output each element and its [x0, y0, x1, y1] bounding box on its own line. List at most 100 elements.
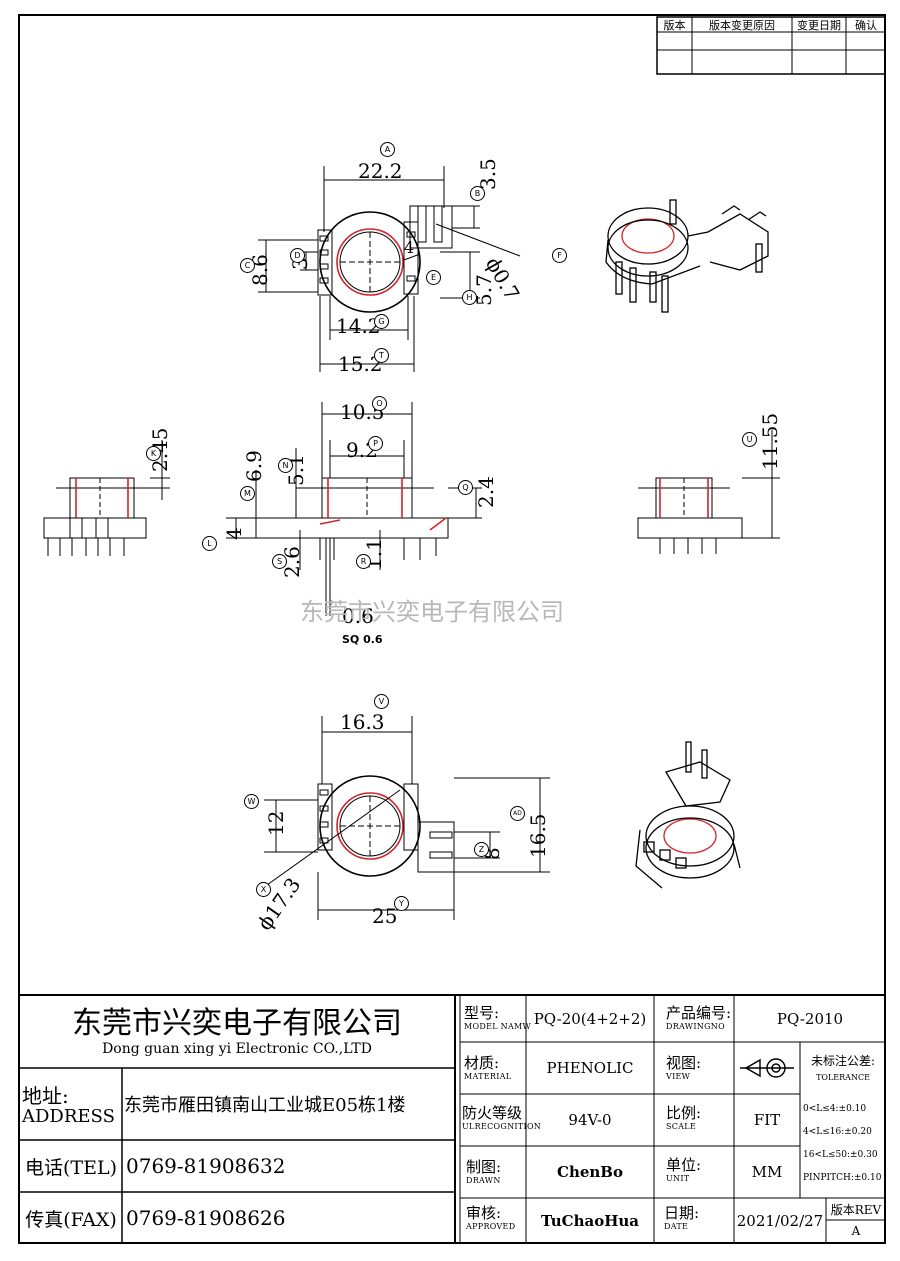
scale-label-cn: 比例:	[666, 1104, 702, 1122]
ref-marker-q: Q	[458, 480, 473, 495]
scale-label-en: SCALE	[666, 1122, 697, 1131]
front-view-center	[226, 402, 482, 616]
company-name-cn: 东莞市兴奕电子有限公司	[72, 1006, 402, 1041]
rev-header-confirm: 确认	[855, 18, 877, 32]
ref-marker-p: P	[368, 436, 383, 451]
rev-label: 版本REV	[830, 1202, 882, 1217]
ref-marker-g: G	[374, 314, 389, 329]
ref-marker-x: X	[256, 882, 271, 897]
top-view	[258, 166, 521, 372]
approved-value: TuChaoHua	[540, 1212, 640, 1230]
view-label: 视图: VIEW	[666, 1056, 701, 1081]
ref-marker-w: W	[244, 794, 259, 809]
unit-label-en: UNIT	[666, 1174, 690, 1183]
tolerance-item: 0<L≤4:±0.10	[803, 1104, 867, 1114]
drawing-no-label-cn: 产品编号:	[666, 1004, 732, 1022]
dim-pin-note: SQ 0.6	[342, 633, 383, 646]
ref-marker-e: E	[426, 270, 441, 285]
dim-E: 4	[404, 238, 415, 257]
revision-table-grid	[656, 16, 886, 75]
model-value: PQ-20(4+2+2)	[533, 1010, 647, 1028]
dim-T: 15.2	[338, 352, 383, 376]
fax-value: 0769-81908626	[126, 1206, 286, 1230]
ref-marker-ad: AD	[510, 806, 525, 821]
projection-symbol	[740, 1058, 794, 1078]
ref-marker-k: K	[146, 446, 161, 461]
ref-marker-b: B	[470, 186, 485, 201]
material-label-cn: 材质:	[464, 1054, 500, 1072]
unit-label: 单位: UNIT	[666, 1158, 701, 1183]
rev-value: A	[851, 1224, 861, 1238]
ref-marker-c: C	[240, 258, 255, 273]
fax-label: 传真(FAX)	[25, 1208, 117, 1231]
rev-header-reason: 版本变更原因	[709, 18, 775, 32]
scale-value: FIT	[753, 1111, 781, 1129]
dim-pin: 0.6	[342, 604, 374, 628]
iso-view-bottom	[635, 741, 741, 889]
flame-label-cn: 防火等级	[462, 1104, 523, 1122]
ref-marker-d: D	[290, 248, 305, 263]
flame-label: 防火等级 ULRECOGNITION	[462, 1106, 541, 1131]
drawn-label-en: DRAWN	[466, 1176, 501, 1185]
view-label-en: VIEW	[666, 1072, 691, 1081]
dimension-labels: 22.2 3.5 8.6 3 4 ϕ0.7 14.2 15.2 5.7 2.45…	[148, 158, 782, 934]
tolerance-label-cn: 未标注公差:	[810, 1054, 876, 1068]
tolerance-item: PINPITCH:±0.10	[803, 1173, 882, 1183]
dim-Y: 25	[372, 904, 398, 928]
rev-header-date: 变更日期	[797, 18, 841, 32]
date-label-cn: 日期:	[664, 1204, 700, 1222]
ref-marker-o: O	[372, 396, 387, 411]
drawing-no-label: 产品编号: DRAWINGNO	[666, 1006, 731, 1031]
iso-view-top	[605, 199, 769, 313]
ref-marker-l: L	[202, 536, 217, 551]
ref-marker-r: R	[356, 554, 371, 569]
view-label-cn: 视图:	[666, 1054, 702, 1072]
approved-label-en: APPROVED	[466, 1222, 516, 1231]
model-label-cn: 型号:	[464, 1004, 500, 1022]
material-value: PHENOLIC	[546, 1059, 634, 1077]
tolerance-item: 4<L≤16:±0.20	[803, 1127, 872, 1137]
drawn-label-cn: 制图:	[466, 1158, 502, 1176]
address-label-en: ADDRESS	[22, 1106, 115, 1127]
model-label-en: MODEL NAMW	[464, 1022, 532, 1031]
address-label-cn: 地址:	[22, 1084, 69, 1108]
technical-drawing	[43, 166, 780, 920]
ref-marker-n: N	[278, 458, 293, 473]
dim-G: 14.2	[336, 314, 381, 338]
approved-label: 审核: APPROVED	[466, 1206, 515, 1231]
ref-marker-u: U	[742, 432, 757, 447]
date-value: 2021/02/27	[736, 1212, 824, 1230]
model-label: 型号: MODEL NAMW	[464, 1006, 531, 1031]
date-label-en: DATE	[664, 1222, 689, 1231]
address-value: 东莞市雁田镇南山工业城E05栋1楼	[124, 1095, 406, 1116]
tolerance-label-en: TOLERANCE	[816, 1073, 870, 1082]
date-label: 日期: DATE	[664, 1206, 699, 1231]
material-label-en: MATERIAL	[464, 1072, 512, 1081]
material-label: 材质: MATERIAL	[464, 1056, 511, 1081]
tel-value: 0769-81908632	[126, 1154, 286, 1178]
ref-marker-t: T	[374, 348, 389, 363]
dim-V: 16.3	[340, 710, 385, 734]
company-name-en: Dong guan xing yi Electronic CO.,LTD	[102, 1041, 372, 1057]
ref-marker-v: V	[374, 694, 389, 709]
ref-marker-z: Z	[474, 842, 489, 857]
bottom-view	[259, 716, 550, 920]
ref-marker-y: Y	[394, 896, 409, 911]
side-view-right	[637, 430, 780, 554]
drawing-no-label-en: DRAWINGNO	[666, 1022, 725, 1031]
flame-value: 94V-0	[568, 1111, 612, 1129]
ref-marker-h: H	[462, 290, 477, 305]
ref-marker-f: F	[552, 248, 567, 263]
flame-label-en: ULRECOGNITION	[462, 1122, 542, 1131]
unit-label-cn: 单位:	[666, 1156, 702, 1174]
front-view-left	[43, 440, 170, 556]
drawing-frame	[18, 14, 886, 1244]
tolerance-list: 0<L≤4:±0.10 4<L≤16:±0.20 16<L≤50:±0.30 P…	[803, 1098, 881, 1190]
ref-marker-s: S	[272, 554, 287, 569]
tolerance-item: 16<L≤50:±0.30	[803, 1150, 878, 1160]
ref-marker-a: A	[380, 142, 395, 157]
tel-label: 电话(TEL)	[25, 1156, 117, 1179]
drawn-value: ChenBo	[557, 1163, 623, 1181]
drawing-no-value: PQ-2010	[776, 1010, 844, 1028]
